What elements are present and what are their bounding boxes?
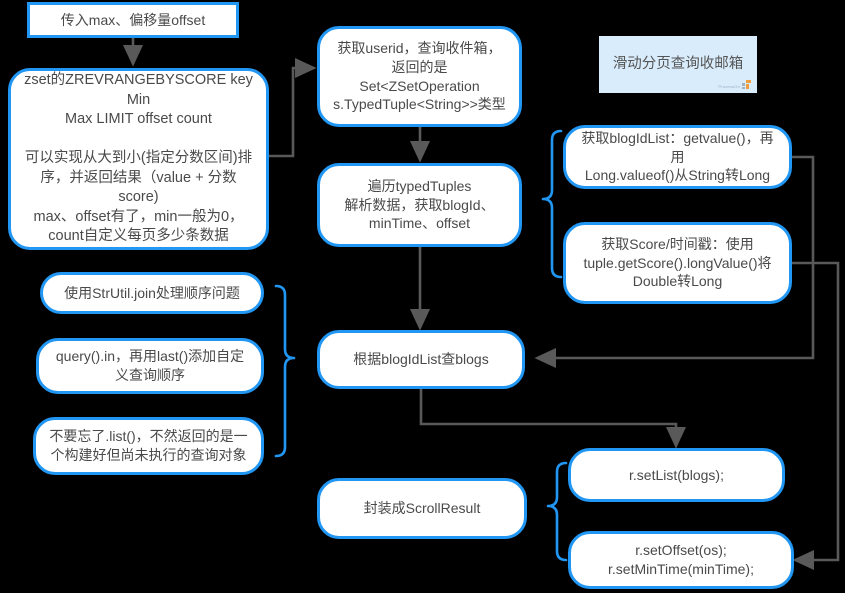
title-card-label: 滑动分页查询收邮箱 <box>612 55 744 72</box>
watermark: ProcessOn <box>718 80 751 89</box>
node-set-list[interactable]: r.setList(blogs); <box>568 448 785 502</box>
node-traverse-typedtuples[interactable]: 遍历typedTuples 解析数据，获取blogId、 minTime、off… <box>317 163 522 247</box>
node-dont-forget-list[interactable]: 不要忘了.list()，不然返回的是一 个构建好但尚未执行的查询对象 <box>33 417 264 475</box>
wire-queryblogs-to-setlist <box>419 389 687 449</box>
watermark-logo-icon <box>742 80 751 89</box>
node-get-blogidlist[interactable]: 获取blogIdList：getvalue()，再用 Long.valueof(… <box>563 125 792 189</box>
node-wrap-scrollresult[interactable]: 封装成ScrollResult <box>317 478 527 539</box>
wire-score-to-setoffset <box>792 261 840 571</box>
node-set-offset-mintime[interactable]: r.setOffset(os); r.setMinTime(minTime); <box>568 531 794 589</box>
node-input[interactable]: 传入max、偏移量offset <box>27 2 239 38</box>
brace-query-notes <box>274 284 296 458</box>
node-zset-command[interactable]: zset的ZREVRANGEBYSCORE key Min Max LIMIT … <box>8 68 269 250</box>
node-get-userid[interactable]: 获取userid，查询收件箱， 返回的是 Set<ZSetOperation s… <box>317 26 522 127</box>
brace-traverse-children <box>541 129 563 279</box>
node-strutil-join[interactable]: 使用StrUtil.join处理顺序问题 <box>40 272 264 314</box>
node-get-score[interactable]: 获取Score/时间戳：使用 tuple.getScore().longValu… <box>563 222 792 304</box>
title-card: 滑动分页查询收邮箱 ProcessOn <box>599 36 757 93</box>
brace-scrollresult-children <box>546 461 568 562</box>
node-query-blogs[interactable]: 根据blogIdList查blogs <box>317 330 525 389</box>
node-query-in-last[interactable]: query().in，再用last()添加自定 义查询顺序 <box>36 338 264 394</box>
wire-zset-to-userid <box>268 57 317 158</box>
watermark-text: ProcessOn <box>718 84 740 89</box>
